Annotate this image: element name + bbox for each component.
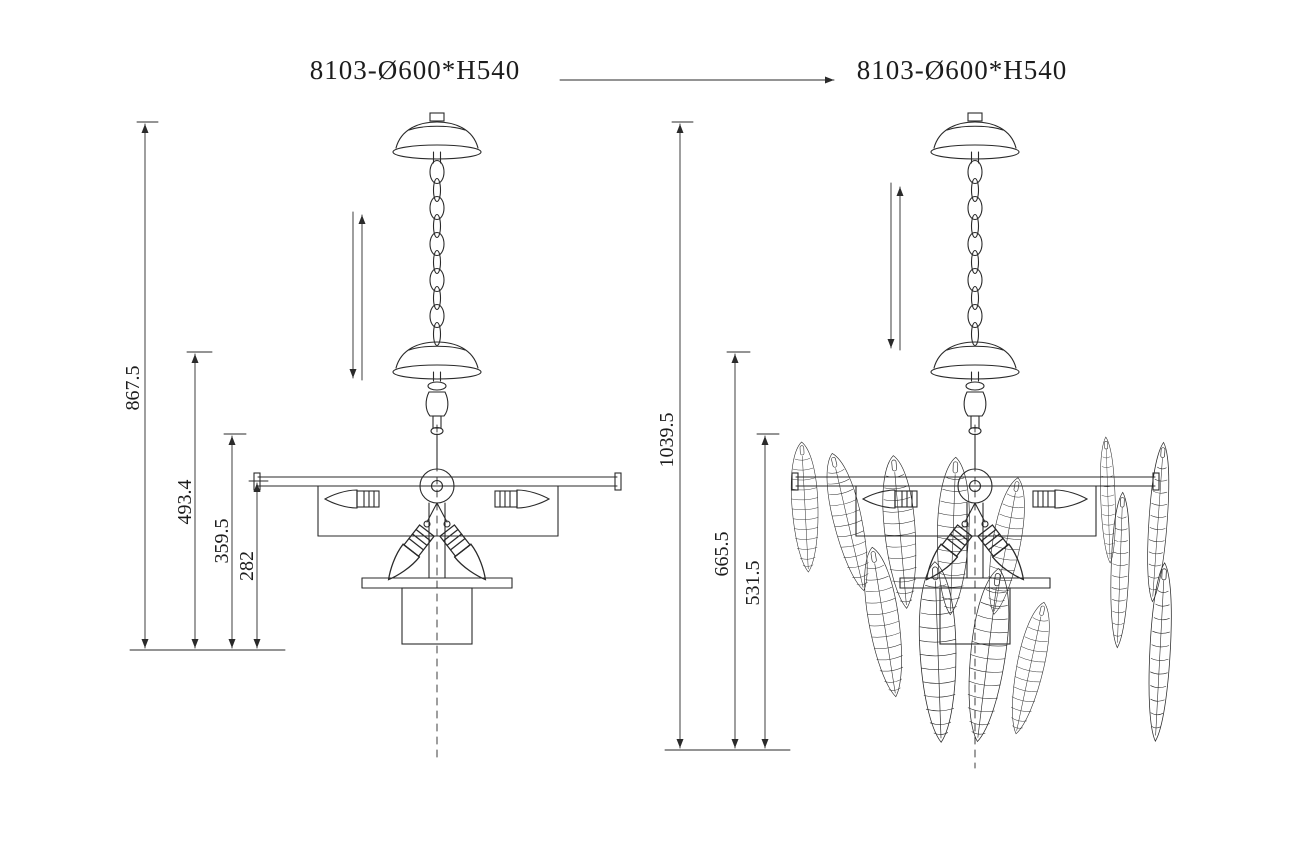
title-right: 8103-Ø600*H540 (856, 55, 1068, 85)
dimension-lines-left (129, 121, 286, 651)
dim-label-left-overall-height: 867.5 (122, 365, 144, 411)
right-view (664, 113, 1176, 769)
left-view (129, 113, 621, 764)
glass-leaves (788, 436, 1176, 745)
dim-label-right-overall-height: 1039.5 (656, 412, 678, 468)
dimension-lines-right (664, 121, 791, 751)
dim-label-right-mid-height: 665.5 (711, 531, 733, 577)
title-left: 8103-Ø600*H540 (309, 55, 521, 85)
chain-adjust-arrows-left (349, 211, 366, 381)
dim-label-left-body-height: 359.5 (211, 518, 233, 564)
chain-adjust-arrows-right (887, 182, 904, 351)
dim-label-right-body-height: 531.5 (742, 560, 764, 606)
dim-label-left-mid-height: 493.4 (174, 479, 196, 525)
dim-label-left-plate-height: 282 (236, 551, 258, 581)
